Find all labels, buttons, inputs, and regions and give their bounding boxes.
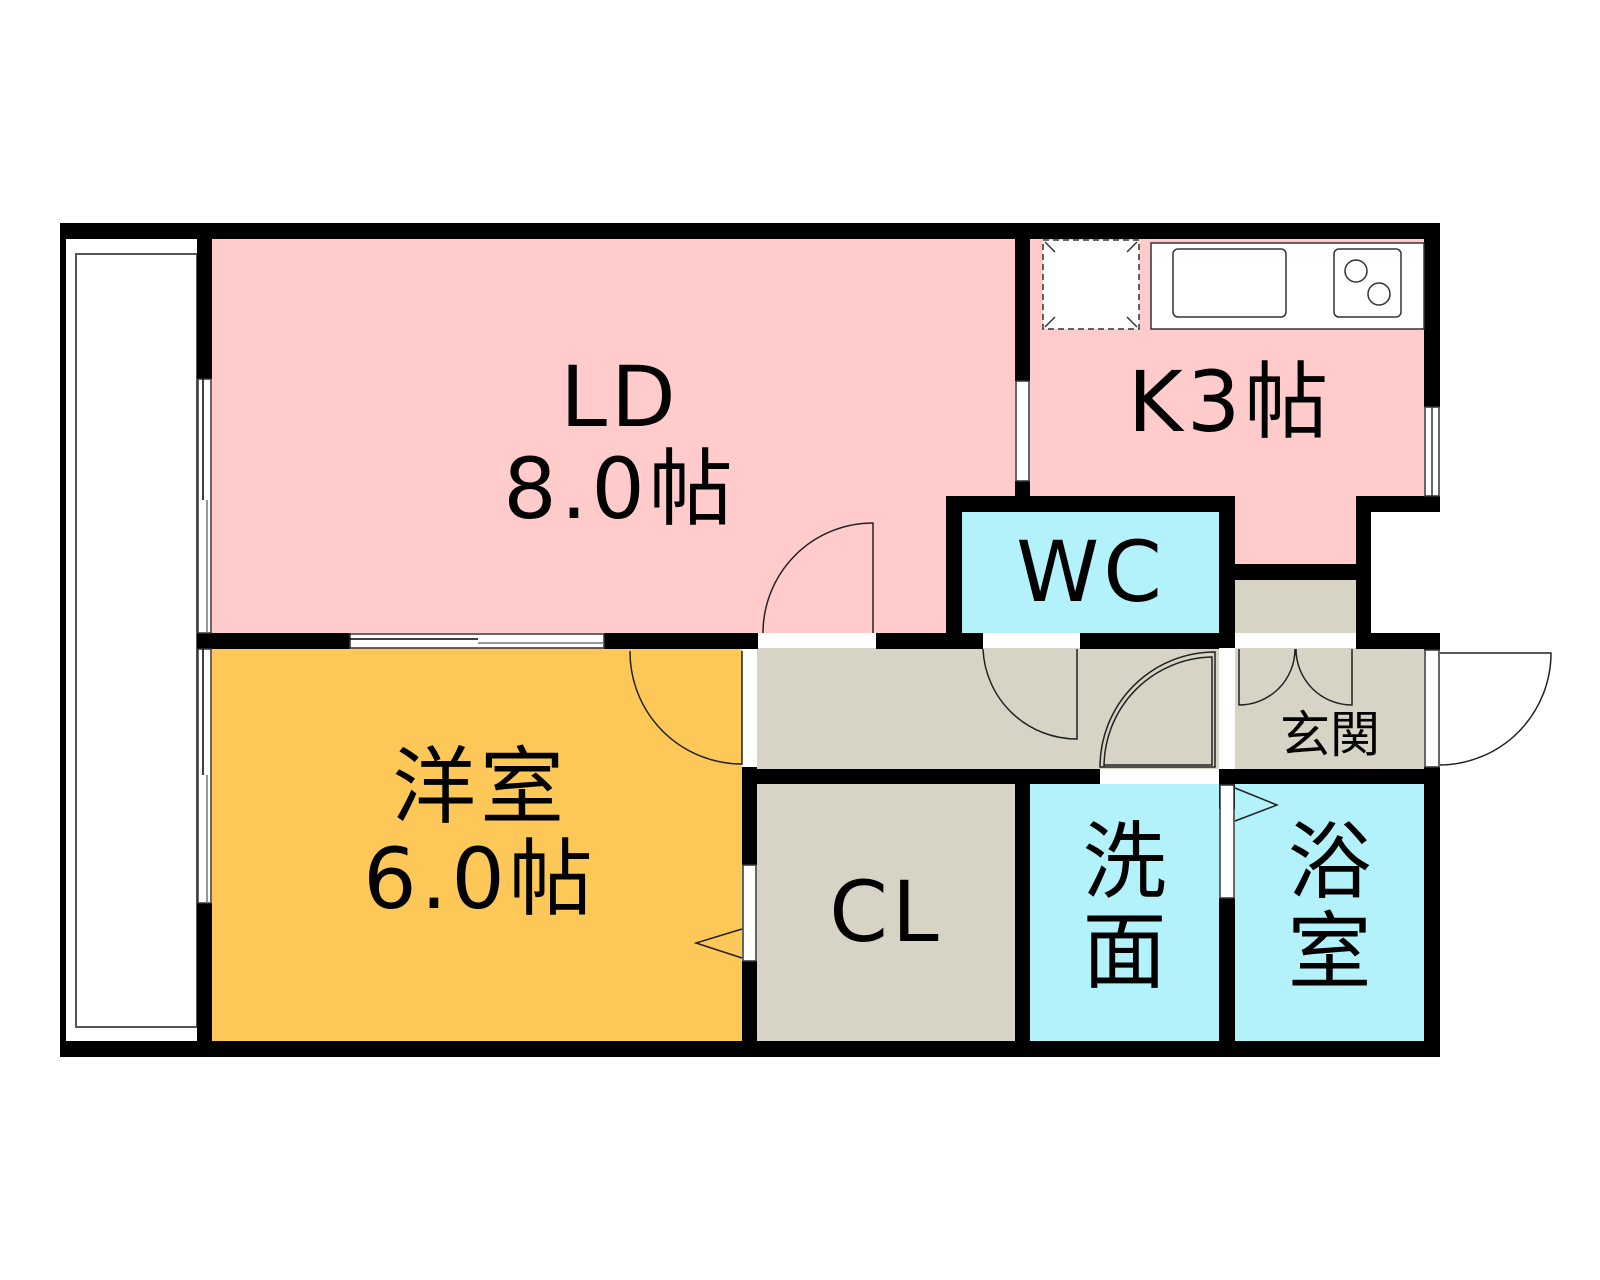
two-burner-stove-icon: [1333, 248, 1402, 318]
openings: [197, 378, 1440, 962]
wc-door-opening: [983, 634, 1080, 648]
room-western[interactable]: [212, 648, 742, 1041]
western-door-swing: [629, 650, 743, 765]
hall-entrance-opening: [1220, 649, 1234, 768]
room-bath[interactable]: [1235, 784, 1424, 1041]
room-wc[interactable]: [962, 512, 1220, 633]
door-swings: [629, 522, 1552, 959]
bath-char-1: 浴: [1287, 813, 1372, 911]
label-entrance: 玄関: [1280, 706, 1380, 764]
washroom-door-swing: [1099, 651, 1216, 768]
storage-door-swing-left: [1238, 648, 1296, 706]
sink-icon: [1172, 248, 1287, 318]
washroom-char-1: 洗: [1082, 813, 1167, 911]
room-ld[interactable]: [212, 239, 1015, 633]
label-closet: CL: [829, 863, 943, 961]
bath-char-2: 室: [1287, 903, 1372, 1001]
label-kitchen: K3帖: [1127, 353, 1333, 451]
label-ld: LD 8.0帖: [470, 355, 770, 531]
entrance-door-swing: [1439, 652, 1552, 766]
room-fills: [75, 239, 1424, 1041]
label-wc: WC: [1016, 523, 1166, 621]
label-washroom: 洗 面: [1030, 820, 1219, 994]
western-hall-door-opening: [743, 649, 756, 767]
washroom-door-opening: [1100, 770, 1219, 783]
storage-door-opening: [1235, 634, 1356, 648]
room-closet[interactable]: [757, 784, 1015, 1041]
label-bath: 浴 室: [1235, 820, 1424, 994]
western-balcony-window: [197, 648, 212, 904]
ld-hall-door-opening: [758, 634, 876, 648]
ld-k-opening: [1015, 380, 1030, 482]
ld-name: LD: [560, 348, 680, 446]
western-name: 洋室: [391, 738, 568, 836]
washroom-char-2: 面: [1082, 903, 1167, 1001]
ld-door-swing: [762, 522, 874, 634]
western-size: 6.0帖: [363, 830, 597, 928]
ld-size: 8.0帖: [503, 440, 737, 538]
wc-door-swing: [982, 648, 1078, 740]
ld-balcony-window: [197, 378, 212, 634]
storage-door-swing-right: [1295, 648, 1353, 706]
shoe-storage[interactable]: [1235, 580, 1356, 633]
room-entrance[interactable]: [1235, 648, 1424, 769]
closet-opening: [742, 864, 757, 962]
label-western: 洋室 6.0帖: [320, 745, 640, 921]
hallway[interactable]: [757, 648, 1219, 769]
room-washroom[interactable]: [1030, 784, 1219, 1041]
washroom-bath-door: [1219, 784, 1235, 899]
ld-western-sliding-door: [349, 633, 605, 649]
refrigerator-space-icon: [1042, 239, 1140, 330]
entrance-door-opening: [1424, 649, 1440, 768]
kitchen-fixtures: [1042, 239, 1425, 330]
closet-door-marker: [693, 928, 743, 959]
bath-door-marker: [1234, 787, 1280, 822]
balcony: [75, 253, 198, 1028]
